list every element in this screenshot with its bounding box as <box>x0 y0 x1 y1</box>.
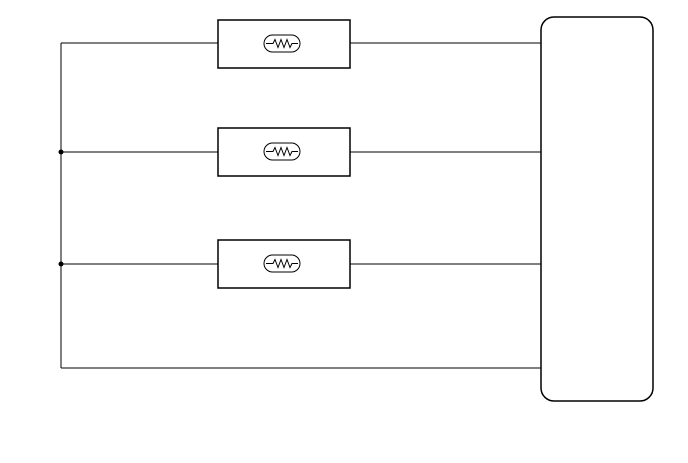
branch-3 <box>58 239 541 289</box>
resistor-icon <box>263 254 301 273</box>
junction-dot <box>58 149 64 155</box>
resistor-icon <box>263 142 301 161</box>
branch-1 <box>61 19 541 69</box>
terminal-block <box>540 16 654 402</box>
junction-dot <box>58 261 64 267</box>
branch-2 <box>58 127 541 177</box>
resistor-icon <box>263 34 301 53</box>
